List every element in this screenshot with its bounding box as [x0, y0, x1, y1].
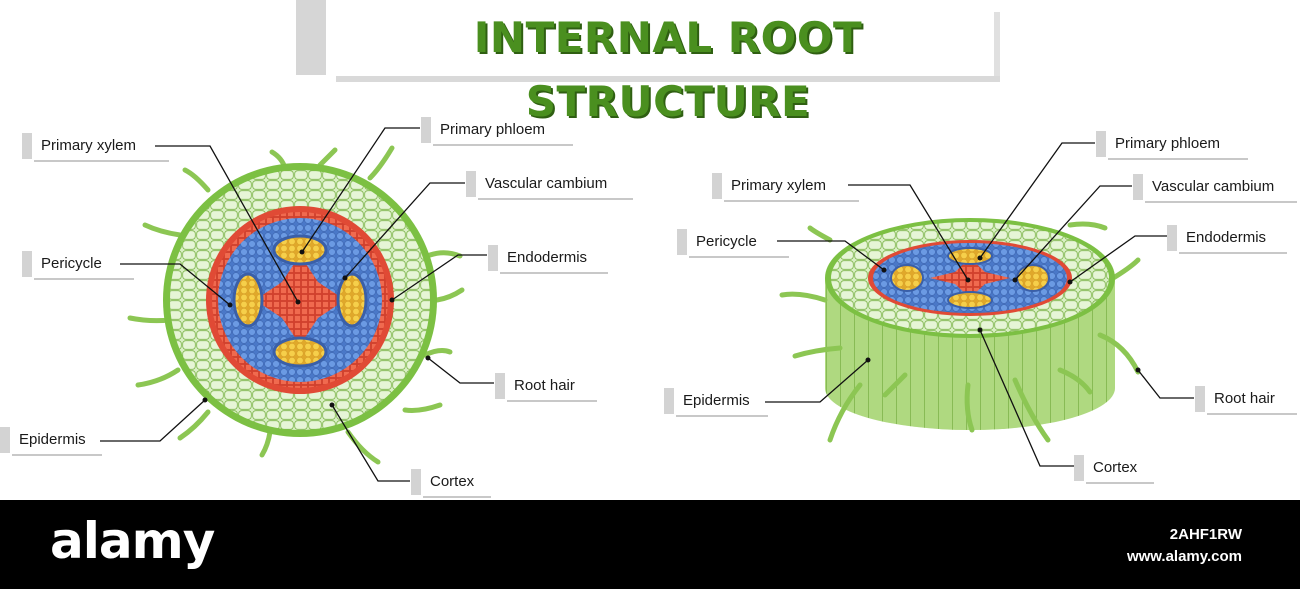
left-cross-section — [127, 145, 465, 465]
left-leader-lines — [100, 127, 494, 482]
left-primary-xylem — [255, 255, 345, 345]
title-shadow-bottom — [336, 76, 1000, 82]
source-url: www.alamy.com — [1126, 548, 1242, 565]
root-diagrams-svg — [100, 127, 1194, 482]
alamy-logo: alamy — [50, 512, 215, 570]
image-id: 2AHF1RW — [1169, 526, 1242, 543]
right-leader-lines — [765, 142, 1194, 467]
title-bar-accent — [296, 0, 326, 75]
right-root-hairs — [779, 221, 1141, 443]
title-banner: INTERNAL ROOT STRUCTURE — [296, 0, 1002, 126]
right-cylinder-section — [779, 218, 1141, 443]
watermark-footer-bar — [0, 500, 1300, 589]
title-shadow-right — [994, 12, 1000, 82]
page-title: INTERNAL ROOT STRUCTURE — [473, 13, 863, 126]
